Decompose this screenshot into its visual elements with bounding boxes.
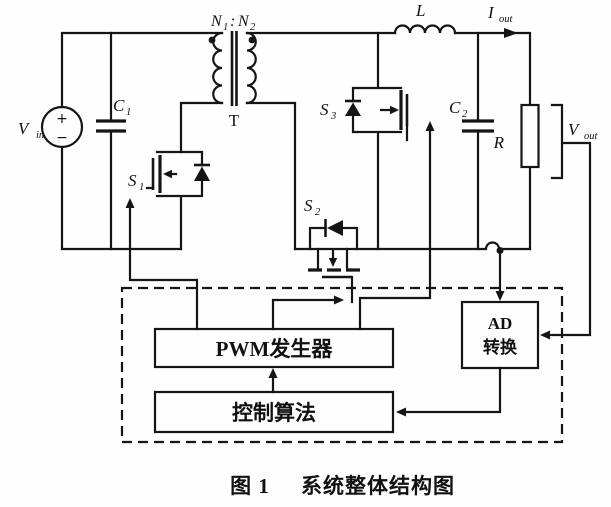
n1-label: N <box>210 13 223 30</box>
s1-label-sub: 1 <box>139 182 144 193</box>
pwm-to-s1-wire <box>128 203 199 331</box>
s3-leads-wire <box>351 31 409 251</box>
s2-label: S <box>304 196 313 215</box>
figure-caption: 图 1 系统整体结构图 <box>230 474 455 498</box>
source-plus-sign: + <box>56 111 68 127</box>
rail-to-ad-arrow-icon <box>495 291 505 301</box>
pwm-to-s3-wire <box>358 126 432 331</box>
s2-body-diode-icon <box>327 220 343 236</box>
pwm-to-s3-arrow-icon <box>425 121 435 131</box>
s1-label: S <box>128 171 137 190</box>
secondary-phase-dot-icon <box>248 36 256 44</box>
vout-bracket-icon <box>550 103 564 180</box>
controller-dashed-box <box>120 286 564 444</box>
primary-rails-wire <box>60 31 224 251</box>
capacitor-c1: C 1 <box>96 31 131 251</box>
pwm-to-s2-arrow-icon <box>334 295 344 305</box>
c2-label: C <box>449 98 461 117</box>
s3-channel-arrow-icon <box>390 105 399 115</box>
vout-sense-wire <box>546 141 592 337</box>
s1-channel-arrow-icon <box>163 169 172 179</box>
mosfet-s1: S 1 <box>128 150 210 251</box>
r-label: R <box>493 133 505 152</box>
c2-label-sub: 2 <box>462 109 468 120</box>
n2-label: N <box>237 13 250 30</box>
primary-winding-icon <box>212 31 224 105</box>
s1-leads-wire <box>145 150 204 251</box>
primary-phase-dot-icon <box>208 36 216 44</box>
iout-label-sub: out <box>499 14 514 25</box>
ad-converter-box <box>460 300 540 370</box>
pwm-to-s1-arrow-icon <box>125 198 135 208</box>
iout-label: I <box>487 3 495 22</box>
ratio-colon: : <box>230 13 235 30</box>
output-bottom-rail-wire <box>293 241 532 251</box>
t-label: T <box>229 111 240 130</box>
ad-converter-label-line2: 转换 <box>483 337 518 357</box>
s1-body-diode-icon <box>194 166 210 181</box>
pwm-generator-label: PWM发生器 <box>216 337 334 361</box>
winding-bottom-wires <box>179 101 297 251</box>
ad-converter-label-line1: AD <box>488 314 513 333</box>
ad-to-control-arrow-icon <box>396 407 406 417</box>
vin-label-sub: in <box>36 130 44 141</box>
pwm-to-s2-wire <box>271 298 338 331</box>
rail-junction-dot-icon <box>496 247 504 254</box>
s2-leads-wire <box>308 226 359 304</box>
ad-to-control-wire <box>402 366 502 414</box>
control-section: PWM发生器 控制算法 AD 转换 <box>120 121 564 444</box>
output-section: L I out C 2 R <box>245 1 540 254</box>
vout-sense: V out <box>540 103 599 340</box>
control-to-pwm-arrow-icon <box>268 368 278 378</box>
caption-number: 图 1 <box>230 474 270 498</box>
transformer-t: N 1 : N 2 T <box>179 13 297 251</box>
s3-label: S <box>320 100 329 119</box>
vout-label: V <box>568 120 581 139</box>
c1-plates-icon <box>96 119 126 133</box>
c1-label: C <box>113 96 125 115</box>
output-top-rail-wire <box>245 31 532 251</box>
c2-plates-icon <box>462 119 494 133</box>
caption-title: 系统整体结构图 <box>301 474 455 498</box>
core-bars-icon <box>230 31 238 106</box>
n2-label-sub: 2 <box>250 22 256 33</box>
secondary-winding-icon <box>245 31 257 105</box>
s3-body-diode-icon <box>345 102 361 116</box>
resistor-r-icon <box>520 103 540 169</box>
vout-label-sub: out <box>584 131 599 142</box>
vin-label: V <box>18 119 31 138</box>
pwm-generator-box <box>153 327 395 369</box>
s3-label-sub: 3 <box>330 111 336 122</box>
inductor-l-icon <box>393 24 457 35</box>
source-minus-sign: − <box>56 130 68 146</box>
s2-label-sub: 2 <box>315 207 321 218</box>
iout-arrow-icon <box>504 28 518 38</box>
mosfet-s3: S 3 <box>320 31 409 251</box>
control-algorithm-box <box>153 390 395 434</box>
c1-label-sub: 1 <box>126 107 131 118</box>
vout-sense-arrow-icon <box>540 330 550 340</box>
voltage-source-vin: + − V in <box>18 31 224 251</box>
s2-channel-arrow-icon <box>328 258 338 267</box>
l-label: L <box>415 1 425 20</box>
n1-label-sub: 1 <box>223 22 228 33</box>
control-algorithm-label: 控制算法 <box>232 401 316 425</box>
mosfet-s2: S 2 <box>304 196 360 304</box>
